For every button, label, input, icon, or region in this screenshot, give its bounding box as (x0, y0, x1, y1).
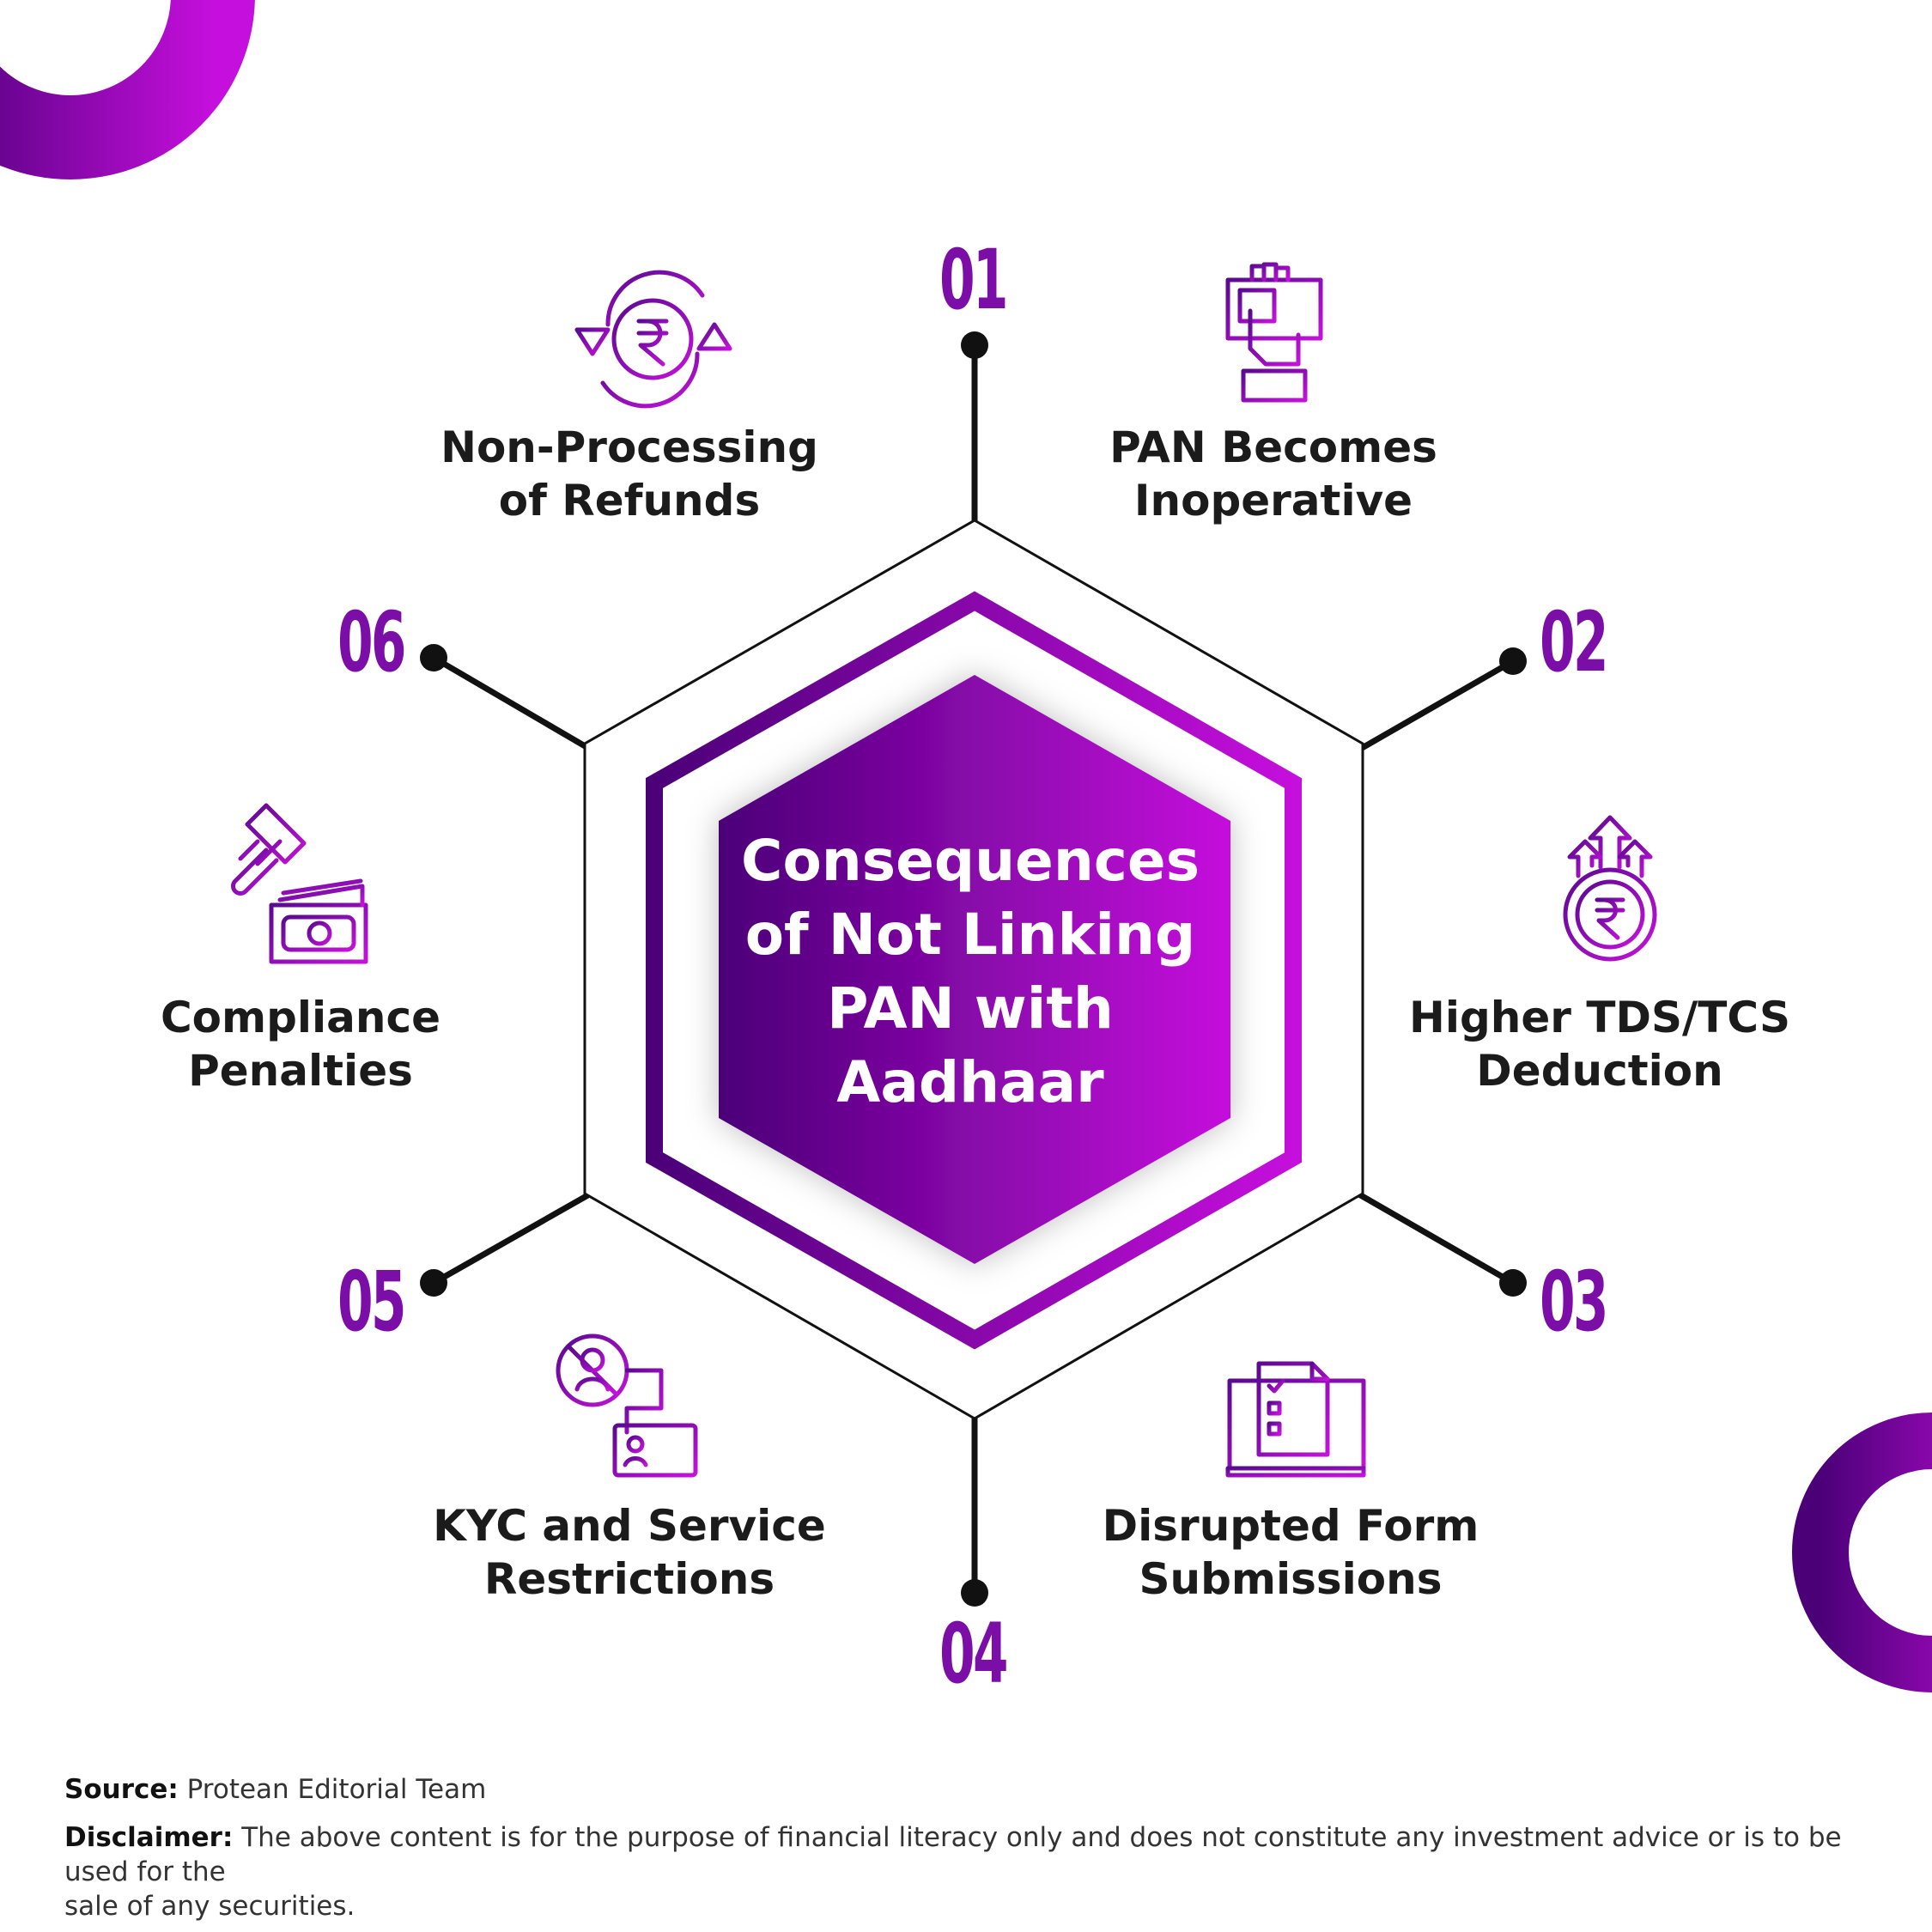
item-label-02-line1: Higher TDS/TCS (1409, 993, 1790, 1042)
disclaimer-label: Disclaimer: (64, 1822, 234, 1853)
dot-02 (1499, 647, 1527, 675)
dot-04 (961, 1579, 988, 1607)
rupee-refund-cycle-icon (574, 270, 732, 409)
step-number-04: 04 (939, 1606, 1008, 1702)
item-label-03-line2: Submissions (1139, 1554, 1443, 1604)
center-title-line2: of Not Linking (744, 902, 1196, 968)
source-text: Protean Editorial Team (186, 1774, 487, 1805)
center-title: Consequences of Not Linking PAN with Aad… (713, 824, 1228, 1120)
item-label-05-line2: Penalties (188, 1046, 413, 1096)
item-label-06-line2: of Refunds (498, 476, 761, 526)
step-number-05: 05 (337, 1254, 406, 1350)
dot-01 (961, 331, 988, 359)
center-title-line4: Aadhaar (836, 1049, 1104, 1115)
item-label-01-line2: Inoperative (1133, 476, 1413, 526)
center-hexagon (719, 675, 1230, 1264)
item-label-03: Disrupted Form Submissions (1067, 1499, 1514, 1606)
disclaimer-text-line1: The above content is for the purpose of … (64, 1822, 1842, 1887)
item-label-01-line1: PAN Becomes (1109, 422, 1437, 472)
source-label: Source: (64, 1774, 179, 1805)
item-label-01: PAN Becomes Inoperative (1050, 421, 1497, 527)
gavel-money-icon (231, 803, 368, 964)
dot-05 (420, 1269, 447, 1297)
hand-document-icon (1225, 262, 1323, 403)
dot-06 (420, 644, 447, 671)
item-label-06-line1: Non-Processing (440, 422, 818, 472)
corner-ring-bottom-right (1792, 1413, 1932, 1692)
item-label-06: Non-Processing of Refunds (406, 421, 853, 527)
item-label-02-line2: Deduction (1476, 1046, 1723, 1096)
disclaimer-note: Disclaimer: The above content is for the… (64, 1820, 1876, 1923)
blocked-id-card-icon (556, 1334, 698, 1478)
center-title-line1: Consequences (741, 828, 1200, 894)
rupee-coin-up-arrows-icon (1563, 815, 1657, 962)
center-title-line3: PAN with (827, 975, 1114, 1042)
connector-dots (420, 331, 1527, 1607)
step-number-03: 03 (1540, 1254, 1608, 1350)
item-label-05: Compliance Penalties (77, 991, 524, 1097)
item-label-04-line1: KYC and Service (433, 1501, 826, 1551)
step-number-02: 02 (1540, 594, 1608, 690)
disclaimer-text-line2: sale of any securities. (64, 1891, 355, 1922)
item-label-04: KYC and Service Restrictions (406, 1499, 853, 1606)
corner-ring-top-left (0, 0, 255, 179)
step-number-01: 01 (939, 232, 1008, 328)
item-label-04-line2: Restrictions (483, 1554, 775, 1604)
item-label-03-line1: Disrupted Form (1102, 1501, 1479, 1551)
form-checklist-icon (1225, 1361, 1366, 1478)
dot-03 (1499, 1269, 1527, 1297)
source-note: Source: Protean Editorial Team (64, 1772, 486, 1807)
step-number-06: 06 (337, 594, 406, 690)
item-label-02: Higher TDS/TCS Deduction (1376, 991, 1823, 1097)
item-label-05-line1: Compliance (160, 993, 441, 1042)
